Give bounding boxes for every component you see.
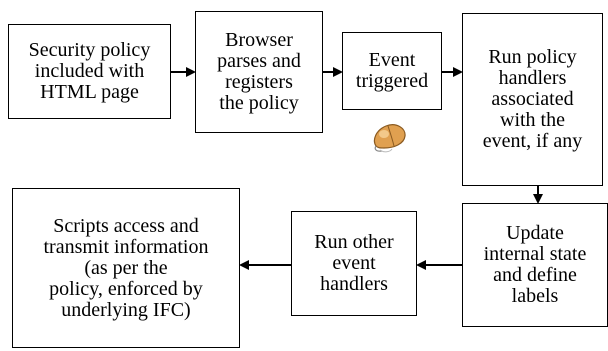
node-run-policy-handlers: Run policy handlers associated with the … [462,13,603,186]
node-run-other-handlers: Run other event handlers [291,211,417,316]
node-update-internal-state-label: Update internal state and define labels [483,222,587,307]
node-browser-parses: Browser parses and registers the policy [195,11,323,133]
node-scripts-access: Scripts access and transmit information … [12,188,240,348]
node-security-policy-label: Security policy included with HTML page [28,39,151,103]
node-event-triggered-label: Event triggered [355,49,429,92]
node-update-internal-state: Update internal state and define labels [462,203,608,327]
node-run-policy-handlers-label: Run policy handlers associated with the … [482,46,583,152]
node-event-triggered: Event triggered [342,32,442,110]
node-scripts-access-label: Scripts access and transmit information … [43,214,209,321]
computer-mouse-icon [373,124,406,153]
node-browser-parses-label: Browser parses and registers the policy [217,29,301,114]
node-security-policy: Security policy included with HTML page [8,24,171,119]
node-run-other-handlers-label: Run other event handlers [314,231,394,295]
